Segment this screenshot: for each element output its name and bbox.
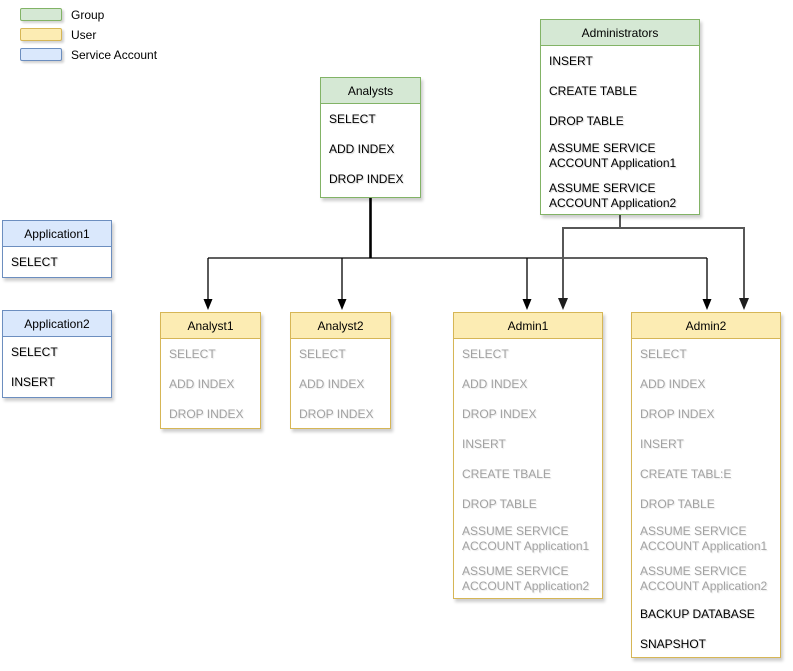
permission-item: DROP INDEX xyxy=(329,172,404,186)
permission-list: SELECT ADD INDEX DROP INDEX INSERT CREATE TA… xyxy=(632,339,780,659)
permission-list: SELECT ADD INDEX DROP INDEX INSERT CREATE TB… xyxy=(454,339,602,599)
permission-item: CREATE TABL:E xyxy=(640,467,732,481)
permission-list: INSERT CREATE TABLE DROP TABLE ASSUME SERVI… xyxy=(541,46,699,216)
permission-item: ADD INDEX xyxy=(329,142,395,156)
node-admin2-user: Admin2 SELECT ADD INDEX DROP INDEX INSERT CR… xyxy=(631,312,781,658)
permission-item: SELECT xyxy=(640,347,687,361)
node-title: Application2 xyxy=(3,311,111,337)
node-analysts-group: Analysts SELECT ADD INDEX DROP INDEX xyxy=(320,77,421,198)
legend-item: User xyxy=(20,27,157,42)
permission-item: DROP INDEX xyxy=(169,407,244,421)
legend-swatch xyxy=(20,28,62,41)
node-title: Administrators xyxy=(541,20,699,46)
permission-item: ADD INDEX xyxy=(640,377,706,391)
permission-item: DROP INDEX xyxy=(462,407,537,421)
permission-item: SELECT xyxy=(169,347,216,361)
node-application1-service-account: Application1 SELECT xyxy=(2,220,112,278)
permission-item: INSERT xyxy=(640,437,684,451)
node-title: Admin1 xyxy=(454,313,602,339)
node-title: Application1 xyxy=(3,221,111,247)
permission-item: SELECT xyxy=(329,112,376,126)
legend-label: Group xyxy=(71,7,105,22)
permission-item: DROP TABLE xyxy=(640,497,715,511)
legend-label: Service Account xyxy=(71,47,158,62)
permission-item: SNAPSHOT xyxy=(640,637,707,651)
legend-item: Group xyxy=(20,7,157,22)
legend-item: Service Account xyxy=(20,47,158,62)
permission-item: DROP TABLE xyxy=(462,497,537,511)
permission-item: DROP TABLE xyxy=(549,114,624,128)
permission-item: INSERT xyxy=(11,375,55,389)
legend-label: User xyxy=(71,27,97,42)
permission-item: CREATE TBALE xyxy=(462,467,551,481)
permission-item: CREATE TABLE xyxy=(549,84,638,98)
node-admin1-user: Admin1 SELECT ADD INDEX DROP INDEX INSERT CR… xyxy=(453,312,603,599)
permission-item: SELECT xyxy=(11,255,58,269)
permission-list: SELECT ADD INDEX DROP INDEX xyxy=(291,339,390,429)
node-title: Analyst2 xyxy=(291,313,390,339)
node-administrators-group: Administrators INSERT CREATE TABLE DROP TA… xyxy=(540,19,700,215)
permission-item: SELECT xyxy=(299,347,346,361)
permission-item: INSERT xyxy=(549,54,593,68)
permission-list: SELECT ADD INDEX DROP INDEX xyxy=(161,339,260,429)
permission-item: SELECT xyxy=(462,347,509,361)
node-analyst1-user: Analyst1 SELECT ADD INDEX DROP INDEX xyxy=(160,312,261,429)
node-title: Admin2 xyxy=(632,313,780,339)
permission-item: DROP INDEX xyxy=(299,407,374,421)
legend-swatch xyxy=(20,48,62,61)
node-title: Analysts xyxy=(321,78,420,104)
permission-item: SELECT xyxy=(11,345,58,359)
node-title: Analyst1 xyxy=(161,313,260,339)
permission-item: ADD INDEX xyxy=(169,377,235,391)
permission-item: DROP INDEX xyxy=(640,407,715,421)
node-analyst2-user: Analyst2 SELECT ADD INDEX DROP INDEX xyxy=(290,312,391,429)
permission-item: INSERT xyxy=(462,437,506,451)
permission-item: ADD INDEX xyxy=(299,377,365,391)
permission-list: SELECT ADD INDEX DROP INDEX xyxy=(321,104,420,194)
node-application2-service-account: Application2 SELECT INSERT xyxy=(2,310,112,398)
permission-item: BACKUP DATABASE xyxy=(640,607,755,621)
permission-list: SELECT xyxy=(3,247,111,277)
legend-swatch xyxy=(20,8,62,21)
permission-item: ADD INDEX xyxy=(462,377,528,391)
permission-list: SELECT INSERT xyxy=(3,337,111,397)
